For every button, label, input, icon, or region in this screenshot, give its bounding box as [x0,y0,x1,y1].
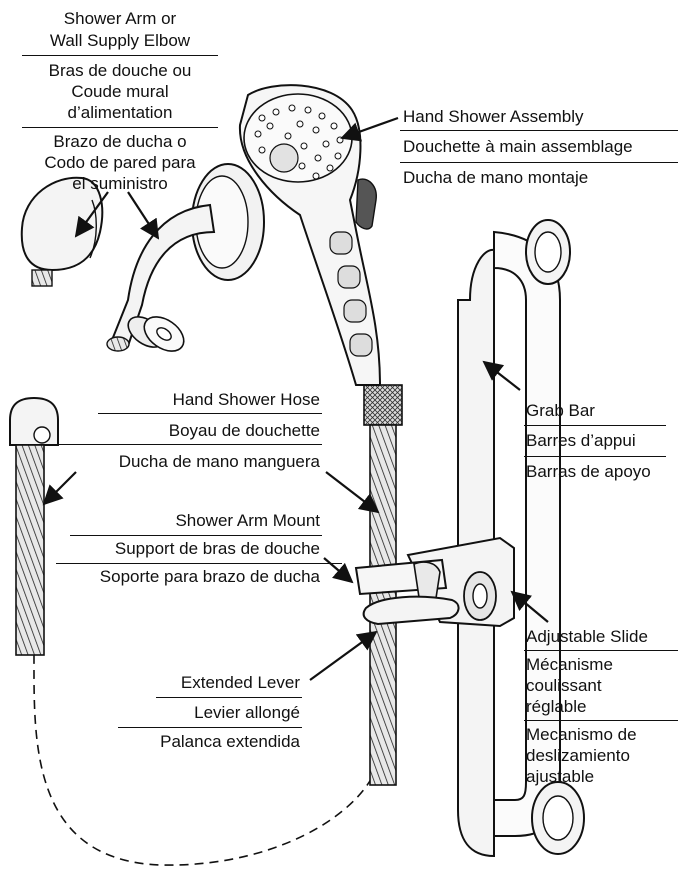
label-slide-es-1: Mecanismo de [526,724,637,746]
label-hand-shower-assembly-fr: Douchette à main assemblage [403,136,633,158]
divider [58,444,322,445]
hand-shower-hose-detached [10,398,58,655]
arrow-hose-detached [44,472,76,504]
label-shower-arm-es-1: Brazo de ducha o [20,131,220,153]
arrow-extended-lever [310,632,376,680]
label-hose-es: Ducha de mano manguera [40,451,320,473]
label-grab-bar-fr: Barres d’appui [526,430,636,452]
label-hose-en: Hand Shower Hose [90,389,320,411]
label-slide-fr-3: réglable [526,696,587,718]
divider [156,697,302,698]
divider [56,563,342,564]
label-arm-mount-fr: Support de bras de douche [60,538,320,560]
label-shower-arm-fr-1: Bras de douche ou [20,60,220,82]
label-shower-arm-es-2: Codo de pared para [20,152,220,174]
divider [524,425,666,426]
label-hose-fr: Boyau de douchette [90,420,320,442]
divider [524,456,666,457]
label-lever-fr: Levier allongé [110,702,300,724]
divider [70,535,322,536]
label-slide-fr-1: Mécanisme [526,654,613,676]
label-lever-en: Extended Lever [110,672,300,694]
label-shower-arm-en-1: Shower Arm or [20,8,220,30]
label-grab-bar-en: Grab Bar [526,400,595,422]
label-shower-arm-fr-3: d’alimentation [20,102,220,124]
label-shower-arm-es-3: el suministro [20,173,220,195]
label-hand-shower-assembly-es: Ducha de mano montaje [403,167,588,189]
divider [400,130,678,131]
label-grab-bar-es: Barras de apoyo [526,461,651,483]
divider [524,650,678,651]
arrow-shower-arm [128,192,158,238]
divider [22,55,218,56]
label-shower-arm-en-2: Wall Supply Elbow [20,30,220,52]
divider [22,127,218,128]
divider [524,720,678,721]
divider [400,162,678,163]
label-slide-es-3: ajustable [526,766,594,788]
label-slide-es-2: deslizamiento [526,745,630,767]
label-arm-mount-en: Shower Arm Mount [60,510,320,532]
label-arm-mount-es: Soporte para brazo de ducha [50,566,320,588]
label-lever-es: Palanca extendida [110,731,300,753]
label-slide-en: Adjustable Slide [526,626,648,648]
label-shower-arm-fr-2: Coude mural [20,81,220,103]
arrow-shower-arm-mount [324,558,352,582]
divider [118,727,302,728]
label-hand-shower-assembly-en: Hand Shower Assembly [403,106,583,128]
divider [98,413,322,414]
label-slide-fr-2: coulissant [526,675,602,697]
